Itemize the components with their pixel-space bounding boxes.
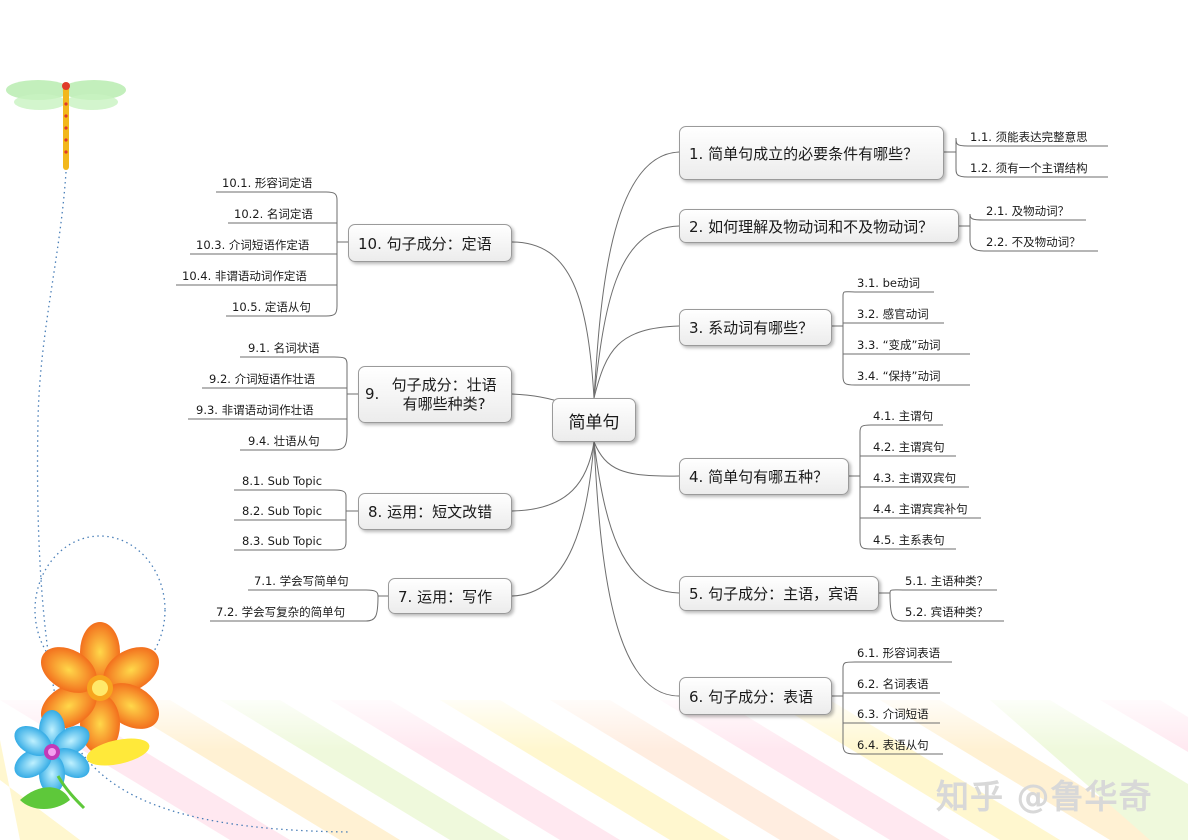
subtopic-4-3[interactable]: 4.3. 主谓双宾句 (873, 471, 956, 485)
subtopic-10-1[interactable]: 10.1. 形容词定语 (222, 176, 312, 190)
topic-5[interactable]: 5. 句子成分：主语，宾语 (679, 576, 879, 611)
dragonfly-icon (6, 80, 126, 170)
subtopic-7-2[interactable]: 7.2. 学会写复杂的简单句 (216, 605, 345, 619)
topic-4[interactable]: 4. 简单句有哪五种？ (679, 458, 849, 495)
subtopic-2-2[interactable]: 2.2. 不及物动词？ (986, 235, 1081, 249)
subtopic-10-2[interactable]: 10.2. 名词定语 (234, 207, 313, 221)
topic-5-label: 5. 句子成分：主语，宾语 (689, 583, 858, 604)
subtopic-8-3[interactable]: 8.3. Sub Topic (242, 534, 322, 548)
subtopic-6-2[interactable]: 6.2. 名词表语 (857, 677, 929, 691)
subtopic-4-4[interactable]: 4.4. 主谓宾宾补句 (873, 502, 968, 516)
topic-3[interactable]: 3. 系动词有哪些？ (679, 309, 832, 346)
central-topic[interactable]: 简单句 (552, 398, 636, 442)
topic-8-label: 8. 运用：短文改错 (368, 501, 492, 522)
topic-9-number: 9. (365, 385, 379, 404)
topic-6[interactable]: 6. 句子成分：表语 (679, 677, 832, 715)
subtopic-3-2[interactable]: 3.2. 感官动词 (857, 307, 929, 321)
topic-1-label: 1. 简单句成立的必要条件有哪些？ (689, 143, 918, 164)
topic-1[interactable]: 1. 简单句成立的必要条件有哪些？ (679, 126, 944, 180)
subtopic-10-3[interactable]: 10.3. 介词短语作定语 (196, 238, 309, 252)
topic-7[interactable]: 7. 运用：写作 (388, 578, 512, 614)
subtopic-9-3[interactable]: 9.3. 非谓语动词作壮语 (196, 403, 314, 417)
subtopic-8-2[interactable]: 8.2. Sub Topic (242, 504, 322, 518)
subtopic-4-5[interactable]: 4.5. 主系表句 (873, 533, 945, 547)
subtopic-7-1[interactable]: 7.1. 学会写简单句 (254, 574, 349, 588)
subtopic-1-2[interactable]: 1.2. 须有一个主谓结构 (970, 161, 1088, 175)
subtopic-6-1[interactable]: 6.1. 形容词表语 (857, 646, 940, 660)
topic-6-label: 6. 句子成分：表语 (689, 686, 813, 707)
subtopic-5-2[interactable]: 5.2. 宾语种类？ (905, 605, 988, 619)
topic-2-label: 2. 如何理解及物动词和不及物动词？ (689, 216, 933, 237)
topic-7-label: 7. 运用：写作 (398, 586, 492, 607)
subtopic-2-1[interactable]: 2.1. 及物动词？ (986, 204, 1069, 218)
topic-10[interactable]: 10. 句子成分：定语 (348, 224, 512, 262)
subtopic-10-5[interactable]: 10.5. 定语从句 (232, 300, 311, 314)
subtopic-6-4[interactable]: 6.4. 表语从句 (857, 738, 929, 752)
subtopic-9-4[interactable]: 9.4. 壮语从句 (248, 434, 320, 448)
subtopic-3-4[interactable]: 3.4. “保持”动词 (857, 369, 941, 383)
topic-9-label-line1: 句子成分：壮语 (392, 376, 497, 394)
subtopic-1-1[interactable]: 1.1. 须能表达完整意思 (970, 130, 1088, 144)
topic-8[interactable]: 8. 运用：短文改错 (358, 493, 512, 530)
subtopic-4-2[interactable]: 4.2. 主谓宾句 (873, 440, 945, 454)
subtopic-10-4[interactable]: 10.4. 非谓语动词作定语 (182, 269, 307, 283)
topic-9-label: 句子成分：壮语 有哪些种类? (383, 376, 505, 414)
subtopic-9-1[interactable]: 9.1. 名词状语 (248, 341, 320, 355)
subtopic-9-2[interactable]: 9.2. 介词短语作壮语 (209, 372, 315, 386)
topic-9[interactable]: 9. 句子成分：壮语 有哪些种类? (358, 366, 512, 423)
topic-9-label-line2: 有哪些种类? (403, 395, 486, 413)
subtopic-3-3[interactable]: 3.3. “变成”动词 (857, 338, 941, 352)
topic-2[interactable]: 2. 如何理解及物动词和不及物动词？ (679, 209, 959, 243)
topic-10-label: 10. 句子成分：定语 (358, 233, 492, 254)
watermark: 知乎 @鲁华奇 (936, 770, 1153, 818)
subtopic-8-1[interactable]: 8.1. Sub Topic (242, 474, 322, 488)
subtopic-6-3[interactable]: 6.3. 介词短语 (857, 707, 929, 721)
subtopic-4-1[interactable]: 4.1. 主谓句 (873, 409, 933, 423)
topic-4-label: 4. 简单句有哪五种？ (689, 466, 828, 487)
subtopic-3-1[interactable]: 3.1. be动词 (857, 276, 920, 290)
subtopic-5-1[interactable]: 5.1. 主语种类？ (905, 574, 988, 588)
topic-3-label: 3. 系动词有哪些？ (689, 317, 813, 338)
